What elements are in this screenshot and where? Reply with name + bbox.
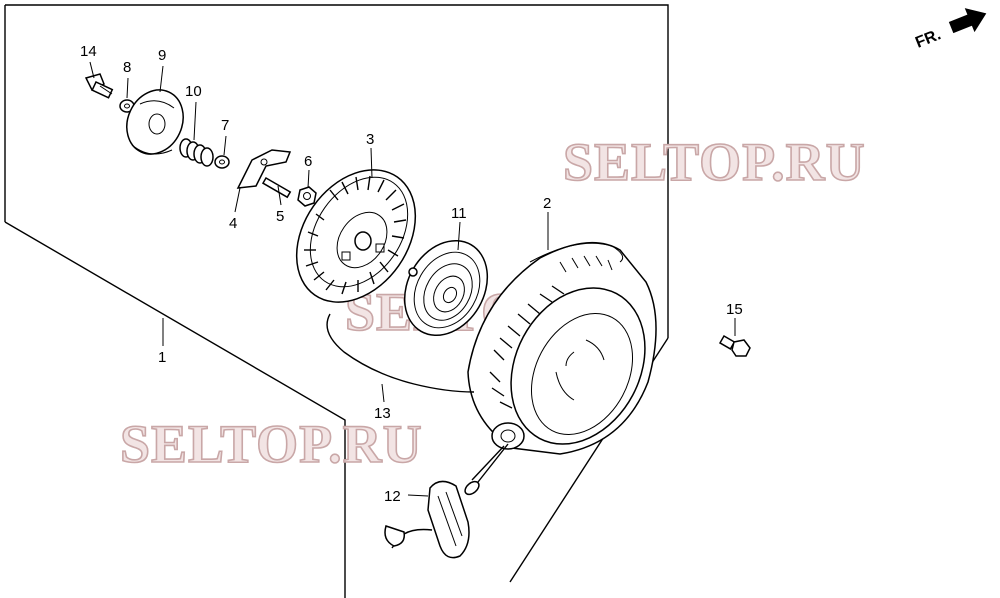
part-6-nut <box>297 186 317 207</box>
callout-13: 13 <box>374 405 391 422</box>
part-5-pin <box>261 176 292 199</box>
part-2-starter-case <box>467 241 657 455</box>
callout-8: 8 <box>123 59 131 76</box>
callout-2: 2 <box>543 195 551 212</box>
part-7-washer <box>214 155 230 169</box>
part-12-starter-grip <box>384 480 480 559</box>
callout-4: 4 <box>229 215 237 232</box>
callout-12: 12 <box>384 488 401 505</box>
watermark-top: SELTOP.RU <box>563 132 866 192</box>
watermark-bottom: SELTOP.RU <box>120 414 423 474</box>
callout-10: 10 <box>185 83 202 100</box>
part-9-friction-plate <box>126 89 184 155</box>
callout-14: 14 <box>80 43 97 60</box>
part-4-ratchet <box>236 149 292 189</box>
part-10-spring <box>179 138 214 167</box>
part-13-starter-rope <box>326 313 509 483</box>
callout-11: 11 <box>451 205 467 222</box>
callout-1: 1 <box>158 349 166 366</box>
callout-15: 15 <box>726 301 743 318</box>
direction-label: FR. <box>913 26 943 51</box>
callout-9: 9 <box>158 47 166 64</box>
direction-marker: FR. <box>913 8 987 52</box>
callout-3: 3 <box>366 131 374 148</box>
part-11-recoil-spring <box>403 239 489 337</box>
leader-lines <box>89 61 736 497</box>
callouts: 14 8 9 10 7 4 5 6 3 11 2 1 13 12 15 <box>80 43 743 505</box>
part-14-bolt <box>84 73 114 99</box>
callout-6: 6 <box>304 153 312 170</box>
part-15-bolt <box>718 334 751 357</box>
part-3-pulley <box>295 169 417 303</box>
callout-7: 7 <box>221 117 229 134</box>
callout-5: 5 <box>276 208 284 225</box>
arrow-right-icon <box>948 8 987 34</box>
